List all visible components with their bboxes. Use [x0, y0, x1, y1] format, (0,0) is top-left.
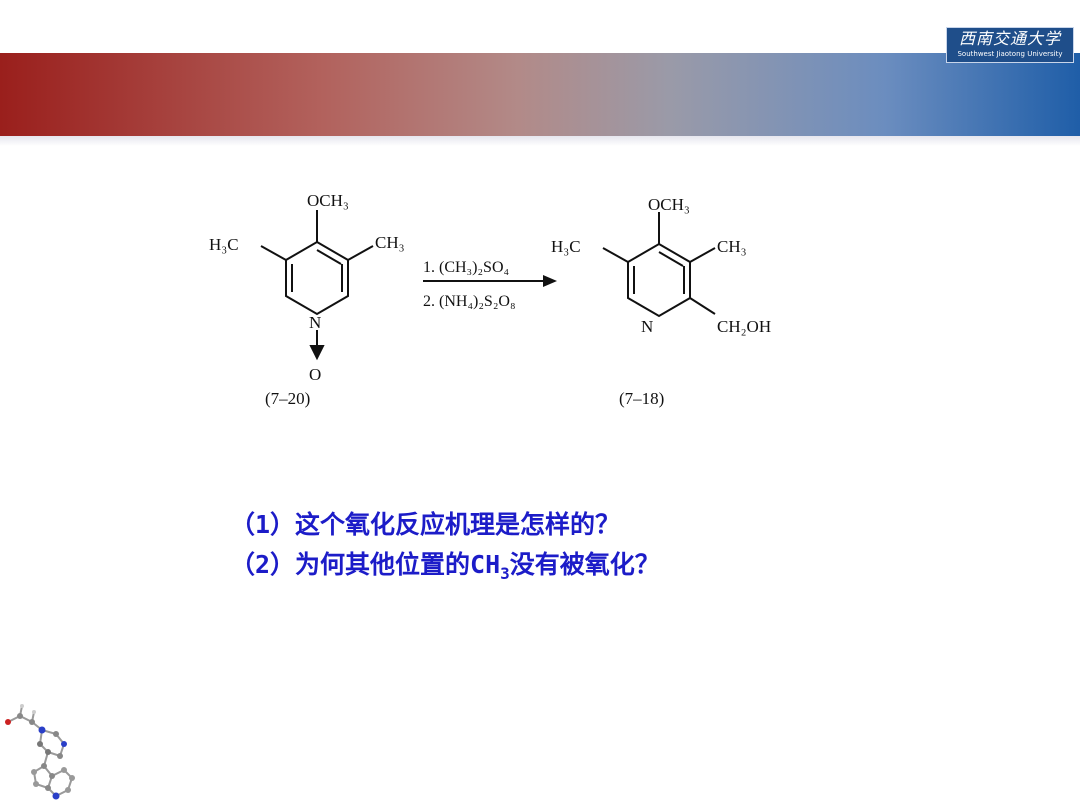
reaction-scheme: OCH₃ H₃C CH₃ N O (7–20) 1. (CH₃)₂SO₄ 2. … [209, 191, 771, 408]
logo-english-name: Southwest Jiaotong University [957, 50, 1063, 58]
reactant-right-methyl: CH₃ [375, 233, 405, 252]
reaction-arrowhead [543, 275, 557, 287]
molecule-bonds [7, 705, 74, 797]
question-2-subscript: 3 [500, 564, 510, 583]
title-banner [0, 53, 1080, 136]
question-1: （1）这个氧化反应机理是怎样的？ [230, 510, 621, 539]
product-label: (7–18) [619, 389, 664, 408]
reactant-oxygen: O [309, 365, 321, 384]
product-bond-ch2oh [689, 297, 716, 315]
molecule-model-decoration [5, 704, 75, 800]
reactant-ring [285, 240, 349, 316]
question-2: （2）为何其他位置的CH3没有被氧化？ [230, 545, 870, 594]
question-2-part-a: （2）为何其他位置的CH [230, 550, 501, 579]
product-bond-right-me [689, 247, 716, 263]
product-nitrogen: N [641, 317, 653, 336]
banner-shadow [0, 136, 1080, 146]
product-right-methyl: CH₃ [717, 237, 747, 256]
reactant-n-o-arrowhead [309, 345, 325, 361]
reactant-methoxy: OCH₃ [307, 191, 349, 210]
condition-step-1: 1. (CH₃)₂SO₄ [423, 259, 509, 276]
molecule-atoms [5, 704, 75, 800]
product-bond-left-me [602, 247, 629, 263]
university-logo: 西南交通大学 Southwest Jiaotong University [946, 27, 1074, 63]
question-block: （1）这个氧化反应机理是怎样的？ （2）为何其他位置的CH3没有被氧化？ [230, 505, 870, 594]
product-structure [602, 212, 716, 318]
product-double-bond-top [658, 251, 684, 267]
reactant-label: (7–20) [265, 389, 310, 408]
product-methoxy: OCH₃ [648, 195, 690, 214]
reactant-bond-left-me [260, 245, 287, 261]
reactant-nitrogen: N [309, 313, 321, 332]
product-left-methyl: H₃C [551, 237, 581, 256]
reactant-bond-right-me [347, 245, 374, 261]
reactant-structure [260, 210, 374, 361]
product-hydroxymethyl: CH₂OH [717, 317, 771, 336]
question-2-part-b: 没有被氧化？ [509, 550, 660, 579]
reactant-double-bond-top [316, 249, 342, 265]
reactant-left-methyl: H₃C [209, 235, 239, 254]
logo-chinese-name: 西南交通大学 [958, 29, 1061, 48]
product-ring [627, 242, 691, 318]
condition-step-2: 2. (NH₄)₂S₂O₈ [423, 293, 516, 310]
